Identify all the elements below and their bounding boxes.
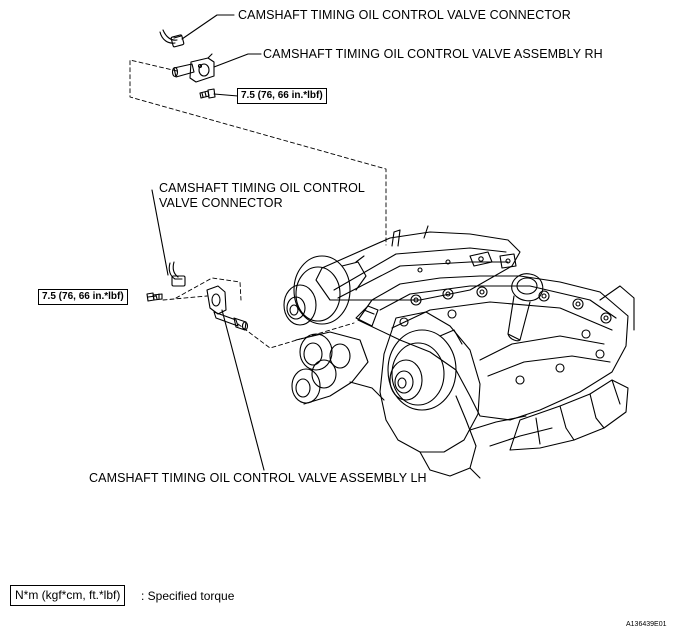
rh-bolt-part bbox=[199, 88, 216, 99]
rh-assembly-label: CAMSHAFT TIMING OIL CONTROL VALVE ASSEMB… bbox=[263, 47, 603, 61]
lh-bolt-part bbox=[146, 292, 163, 302]
rh-valve-part bbox=[171, 53, 215, 83]
lh-torque-spec: 7.5 (76, 66 in.*lbf) bbox=[38, 289, 128, 305]
lh-valve-part bbox=[206, 285, 249, 331]
lh-connector-label-line2: VALVE CONNECTOR bbox=[159, 196, 283, 210]
lh-assembly-label: CAMSHAFT TIMING OIL CONTROL VALVE ASSEMB… bbox=[89, 471, 427, 485]
legend-torque-text: : Specified torque bbox=[141, 589, 235, 603]
legend-torque-box: N*m (kgf*cm, ft.*lbf) bbox=[10, 585, 126, 606]
dashed-lines bbox=[129, 59, 387, 349]
leader-lines bbox=[147, 14, 265, 471]
rh-connector-label: CAMSHAFT TIMING OIL CONTROL VALVE CONNEC… bbox=[238, 8, 571, 22]
figure-code: A136439E01 bbox=[626, 621, 667, 628]
rh-connector-part bbox=[159, 29, 185, 48]
lh-connector-part bbox=[168, 261, 186, 287]
rh-torque-spec: 7.5 (76, 66 in.*lbf) bbox=[237, 88, 327, 104]
lh-connector-label-line1: CAMSHAFT TIMING OIL CONTROL bbox=[159, 181, 365, 195]
engine-block bbox=[283, 225, 635, 479]
